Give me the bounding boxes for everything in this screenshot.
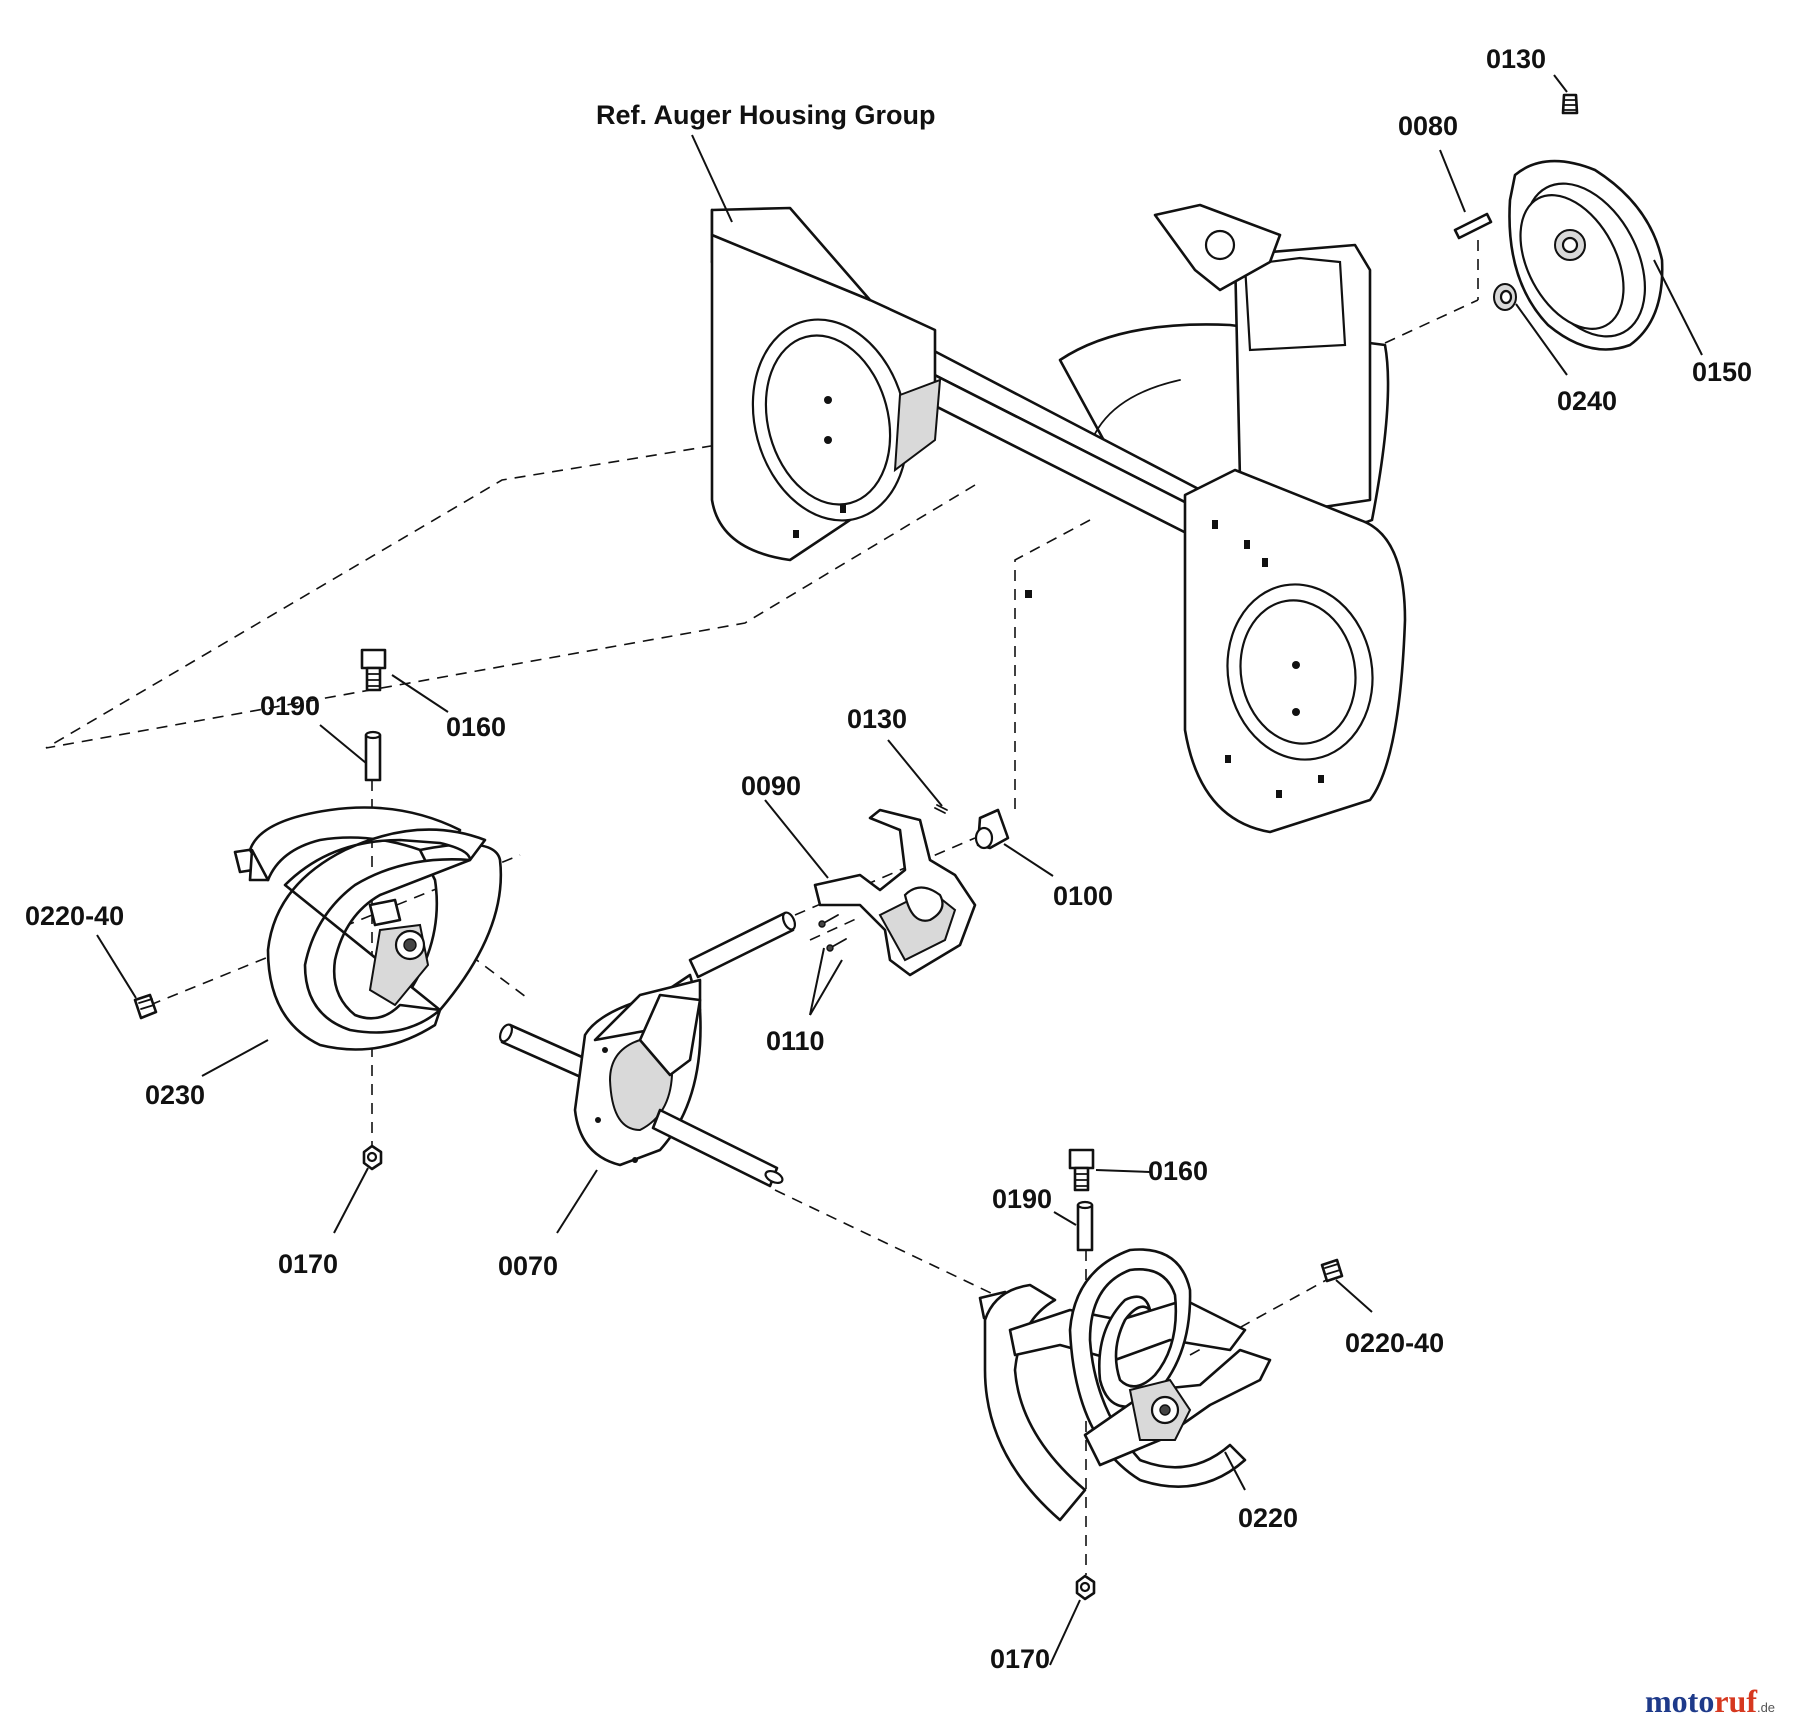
dash-left-auger-gearbox: [469, 954, 531, 1001]
label-top-bolt: 0130: [1486, 44, 1546, 74]
right-shaft: [651, 1108, 779, 1188]
label-bracket: 0090: [741, 771, 801, 801]
dash-frame-left: [45, 422, 976, 749]
pulley-assembly: [1453, 93, 1664, 351]
label-right-spacer: 0190: [992, 1184, 1052, 1214]
gearbox: [498, 911, 797, 1188]
watermark-text: motoruf.de: [1645, 1683, 1775, 1719]
bracket-assembly: [813, 804, 1010, 977]
left-spacer: [364, 733, 382, 782]
label-reference: Ref. Auger Housing Group: [596, 100, 936, 130]
dash-screws: [809, 917, 859, 941]
label-mid-bolt: 0130: [847, 704, 907, 734]
label-bushing: 0100: [1053, 881, 1113, 911]
label-pulley: 0150: [1692, 357, 1752, 387]
label-left-auger: 0230: [145, 1080, 205, 1110]
right-spacer: [1076, 1203, 1094, 1252]
square-key: [1453, 212, 1493, 240]
watermark-logo: motoruf.de: [1645, 1683, 1775, 1719]
mid-set-screw: [934, 804, 948, 814]
callout-labels: Ref. Auger Housing Group 0130 0080 0150 …: [25, 44, 1752, 1674]
label-screws: 0110: [766, 1026, 825, 1056]
left-auger: [233, 806, 503, 1051]
bracket: [813, 808, 977, 977]
dash-gearbox-right: [774, 1189, 996, 1296]
right-auger: [978, 1248, 1272, 1522]
left-plug: [133, 993, 158, 1020]
right-bolt: [1068, 1148, 1095, 1170]
label-key: 0080: [1398, 111, 1458, 141]
rear-shaft: [688, 911, 795, 979]
auger-housing: [710, 203, 1407, 834]
label-left-spacer: 0190: [260, 691, 320, 721]
right-plug: [1320, 1258, 1344, 1283]
label-right-bolt: 0160: [1148, 1156, 1208, 1186]
dash-bracket-bushing: [794, 837, 976, 916]
dash-frame-center: [1014, 519, 1091, 812]
label-right-auger: 0220: [1238, 1503, 1298, 1533]
label-left-nut: 0170: [278, 1249, 338, 1279]
label-left-bolt: 0160: [446, 712, 506, 742]
leader-lines: [96, 74, 1703, 1666]
label-bearing: 0240: [1557, 386, 1617, 416]
label-gearbox: 0070: [498, 1251, 558, 1281]
label-left-plug: 0220-40: [25, 901, 124, 931]
dash-pulley-shaft: [1384, 299, 1479, 344]
label-right-plug: 0220-40: [1345, 1328, 1444, 1358]
label-right-nut: 0170: [990, 1644, 1050, 1674]
left-bolt: [360, 648, 387, 670]
